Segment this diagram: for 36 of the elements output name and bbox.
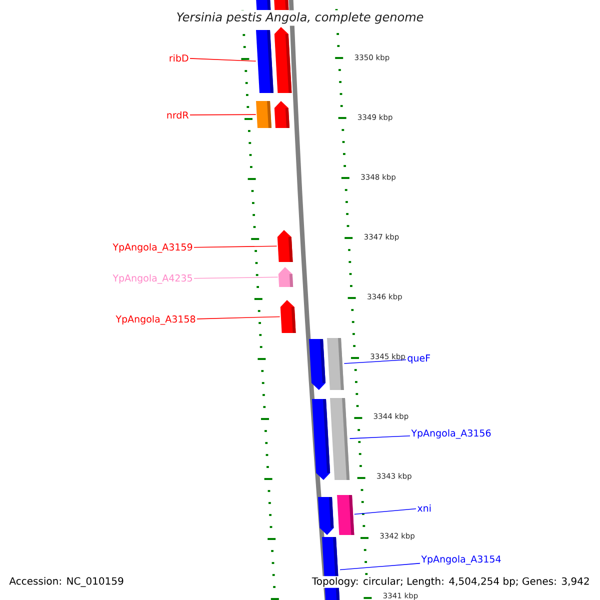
gene-bar xyxy=(256,0,271,10)
gene-bar xyxy=(274,101,290,128)
gene-bar xyxy=(309,339,326,390)
gene-label: YpAngola_A3158 xyxy=(116,315,196,325)
gene-label: YpAngola_A3156 xyxy=(411,429,491,439)
gene-label: YpAngola_A4235 xyxy=(112,274,192,284)
gene-bar xyxy=(274,0,289,10)
gene-label: nrdR xyxy=(167,111,189,119)
gene-bar xyxy=(278,267,294,287)
gene-bar xyxy=(337,495,354,535)
leader-line xyxy=(349,435,410,439)
gene-bar xyxy=(330,398,350,480)
gene-bar xyxy=(312,399,330,480)
gene-label: ribD xyxy=(170,54,188,62)
leader-line xyxy=(194,276,278,279)
gene-bar xyxy=(280,300,296,333)
leader-line xyxy=(340,562,420,570)
gene-label: xni xyxy=(417,504,431,512)
leader-line xyxy=(196,316,280,320)
gene-bar xyxy=(327,338,344,390)
leader-line xyxy=(344,359,406,364)
leader-line xyxy=(354,508,416,515)
gene-label: queF xyxy=(408,354,430,364)
accession-text: Accession: NC_010159 xyxy=(9,577,124,587)
leader-line xyxy=(190,58,256,62)
gene-bar xyxy=(256,101,272,128)
gene-bar xyxy=(256,30,274,93)
gene-bar xyxy=(274,27,292,93)
gene-bar xyxy=(318,497,334,535)
gene-label: YpAngola_A3159 xyxy=(112,243,192,253)
genome-info-text: Topology: circular; Length: 4,504,254 bp; Genes: 3,942 xyxy=(310,576,591,588)
title: Yersinia pestis Angola, complete genome xyxy=(170,10,430,26)
leader-line xyxy=(194,246,278,248)
gene-bar xyxy=(277,230,293,262)
leader-line xyxy=(190,114,256,116)
gene-label: YpAngola_A3154 xyxy=(421,555,501,565)
